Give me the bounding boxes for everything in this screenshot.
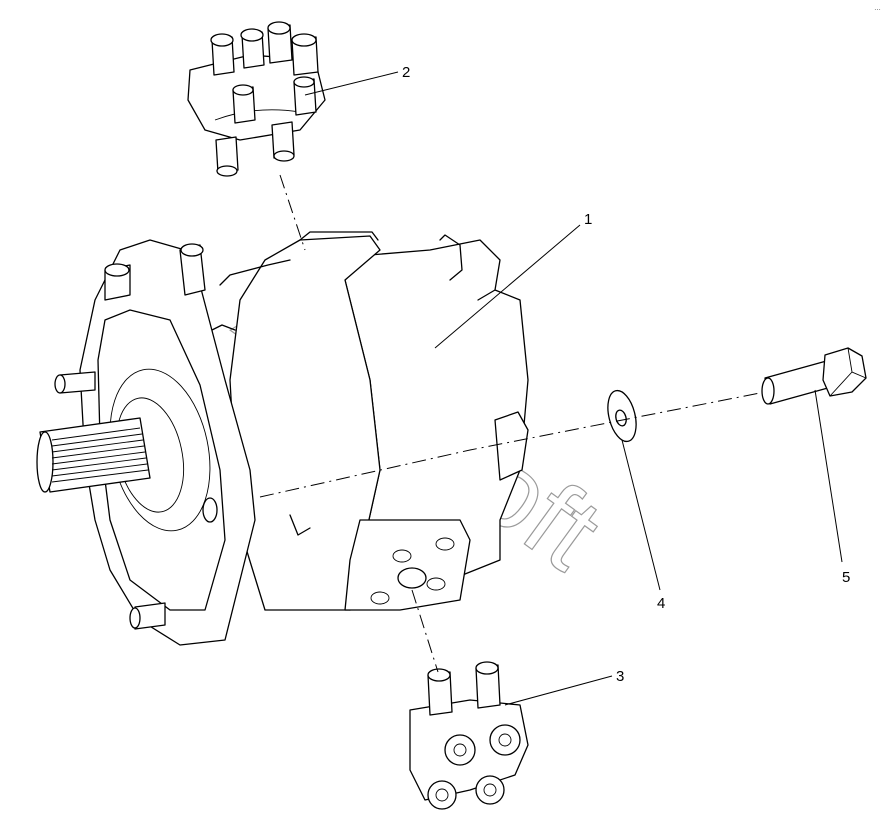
callout-2: 2 bbox=[402, 64, 410, 81]
callout-5: 5 bbox=[842, 569, 850, 586]
lower-port-fitting bbox=[409, 661, 529, 810]
assembly-centerlines bbox=[259, 174, 761, 673]
leader-lines bbox=[304, 71, 843, 706]
callout-4: 4 bbox=[657, 595, 665, 612]
callout-3: 3 bbox=[616, 668, 624, 685]
hydraulic-pump-body bbox=[211, 231, 529, 611]
splined-drive-shaft bbox=[36, 417, 151, 493]
callout-1: 1 bbox=[584, 211, 592, 228]
mounting-flange bbox=[54, 239, 256, 646]
hex-bolt bbox=[761, 347, 867, 405]
upper-port-fitting bbox=[187, 21, 326, 177]
corner-mark: … bbox=[874, 5, 881, 12]
washer bbox=[607, 389, 637, 443]
